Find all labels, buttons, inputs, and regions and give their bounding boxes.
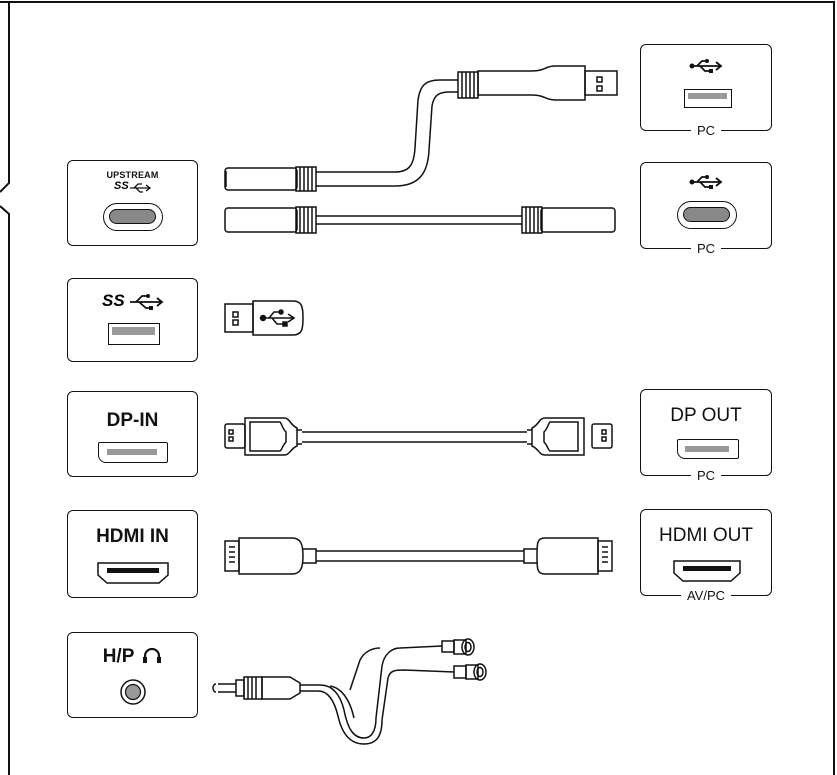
usb-c-socket xyxy=(103,203,163,231)
dp-out-port-box: DP OUT PC xyxy=(640,389,772,483)
pc-usb-a-legend: PC xyxy=(641,123,771,139)
hdmi-out-label: HDMI OUT xyxy=(659,525,753,546)
hdmi-socket xyxy=(97,562,169,584)
hdmi-in-label: HDMI IN xyxy=(96,526,169,547)
pc-usb-c-legend: PC xyxy=(641,241,771,257)
dp-out-label: DP OUT xyxy=(670,405,742,426)
usb-icon xyxy=(689,175,723,189)
dp-in-port-box: DP-IN xyxy=(67,391,198,477)
dp-out-legend: PC xyxy=(641,468,771,484)
usb-c-socket xyxy=(677,201,737,229)
upstream-port-box: UPSTREAM SS xyxy=(67,160,198,246)
hdmi-in-port-box: HDMI IN xyxy=(67,510,198,598)
hdmi-socket xyxy=(673,560,741,582)
pc-usb-a-port-box: PC xyxy=(640,44,772,138)
dp-socket xyxy=(98,442,168,463)
hdmi-out-port-box: HDMI OUT AV/PC xyxy=(640,509,772,603)
upstream-label: UPSTREAM xyxy=(106,170,159,180)
headphone-label-row: H/P xyxy=(68,646,197,668)
headphone-label: H/P xyxy=(102,646,135,667)
usb-ss-icon: SS xyxy=(102,291,166,312)
headphone-port-box: H/P xyxy=(67,632,198,718)
hdmi-out-legend: AV/PC xyxy=(641,588,771,604)
dp-socket xyxy=(677,439,739,459)
usb-downstream-port-box: SS xyxy=(67,278,198,362)
audio-jack-socket xyxy=(120,679,146,705)
usb-ss-icon: SS xyxy=(114,180,154,195)
usb-a-socket xyxy=(108,323,160,345)
pc-usb-c-port-box: PC xyxy=(640,162,772,256)
headphone-icon xyxy=(143,647,162,663)
usb-a-socket xyxy=(684,89,732,108)
usb-icon xyxy=(689,59,723,73)
dp-in-label: DP-IN xyxy=(106,410,159,431)
